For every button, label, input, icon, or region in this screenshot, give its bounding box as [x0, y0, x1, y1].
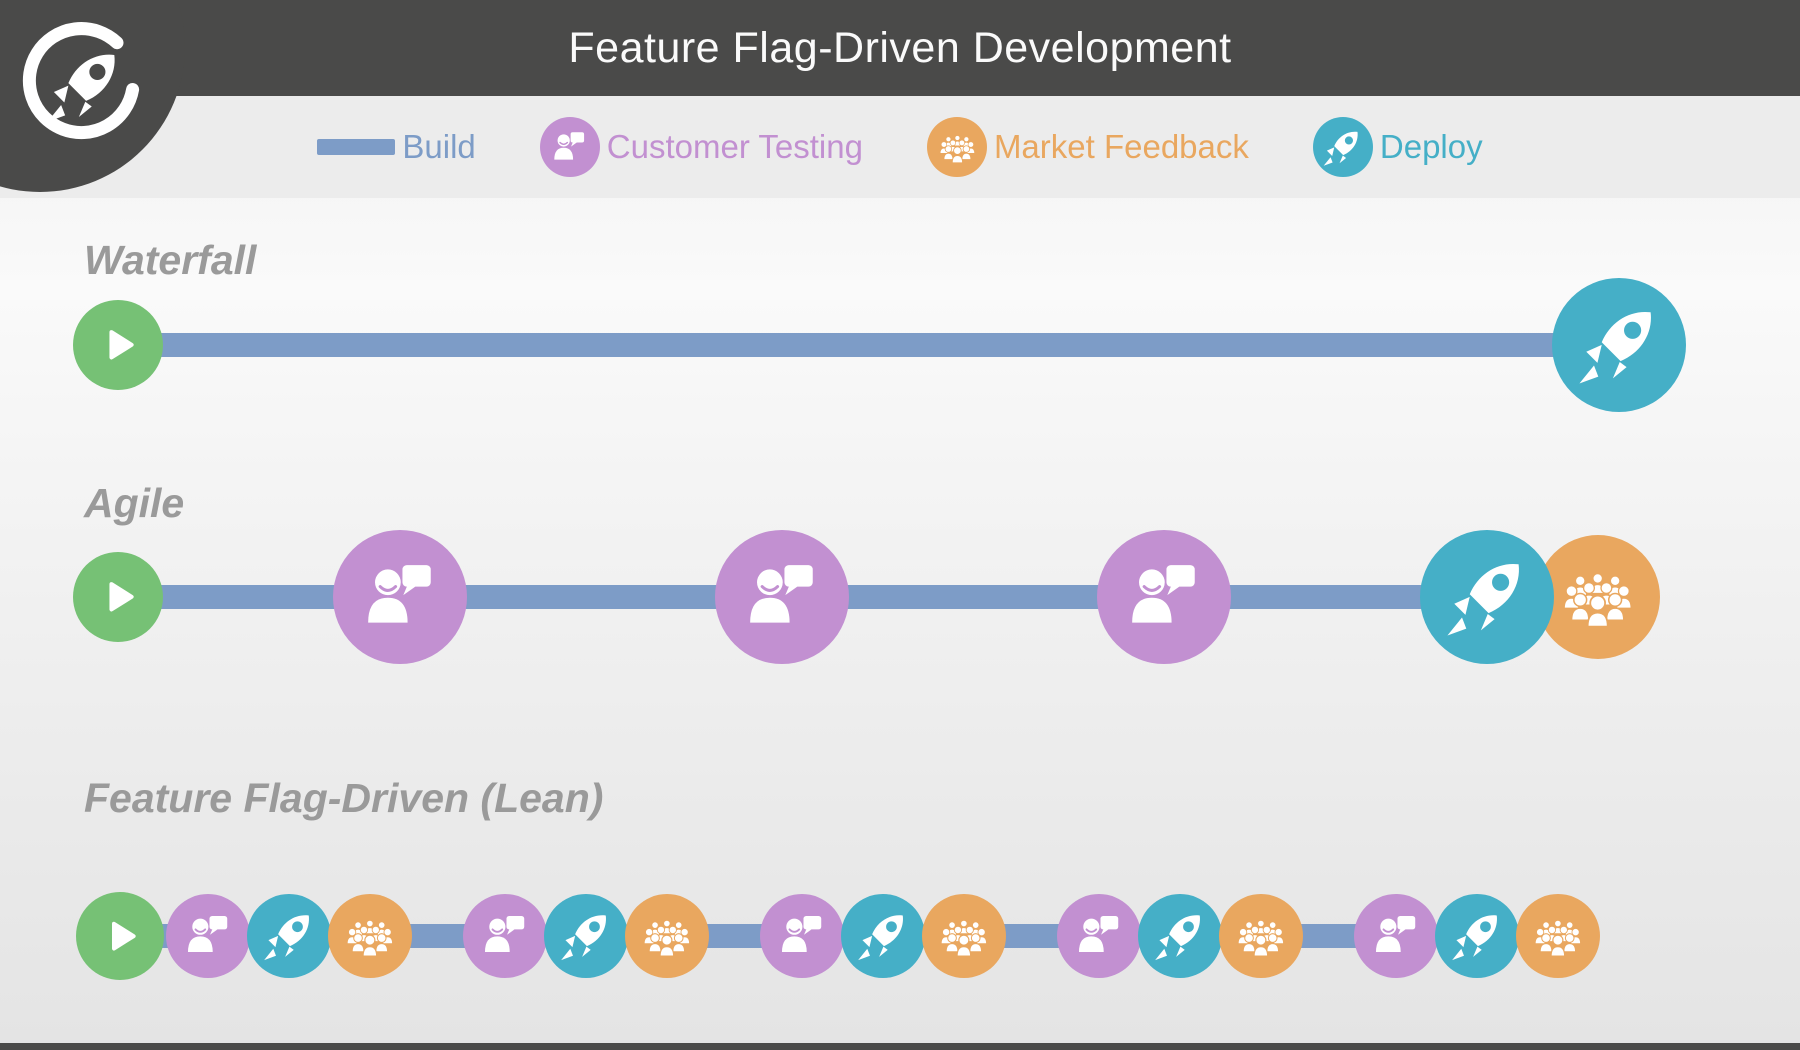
deploy-node [544, 894, 628, 978]
person-chat-icon [1376, 916, 1416, 953]
crowd-icon [346, 920, 394, 957]
crowd-icon [1237, 920, 1285, 957]
legend-label: Build [402, 128, 476, 165]
deploy-node [841, 894, 925, 978]
legend-item-build: Build [317, 128, 476, 166]
timeline-track [0, 529, 1800, 665]
market-feedback-node [1219, 894, 1303, 978]
legend-label: Deploy [1379, 128, 1483, 165]
row-label: Feature Flag-Driven (Lean) [84, 775, 604, 821]
deploy-node [1138, 894, 1222, 978]
build-bar-segment [404, 924, 471, 948]
row-label: Agile [84, 480, 185, 526]
build-bar-segment [701, 924, 768, 948]
build-bar-icon [317, 139, 396, 155]
build-bar-segment [155, 333, 1560, 357]
timeline-agile: Agile [0, 480, 1800, 664]
crowd-icon [939, 134, 975, 163]
timeline-track [0, 891, 1800, 981]
market-feedback-node [1536, 535, 1660, 659]
person-chat-icon [750, 565, 813, 623]
deploy-node [1435, 894, 1519, 978]
rocket-icon [1452, 915, 1498, 961]
start-node [73, 300, 163, 390]
legend-label: Customer Testing [606, 128, 863, 165]
person-chat-icon [782, 916, 822, 953]
person-chat-icon [485, 916, 525, 953]
market-feedback-node [1516, 894, 1600, 978]
market-feedback-node [328, 894, 412, 978]
logo-badge [0, 0, 185, 192]
rocket-icon [264, 915, 310, 961]
build-bar-segment [1223, 585, 1428, 609]
person-chat-icon [554, 131, 585, 160]
timeline-waterfall: Waterfall [0, 237, 1800, 412]
rocket-icon [1447, 564, 1520, 636]
rocket-icon [1579, 312, 1652, 384]
customer-testing-node [760, 894, 844, 978]
page-title: Feature Flag-Driven Development [568, 23, 1232, 72]
customer-testing-node [1354, 894, 1438, 978]
build-bar-segment [998, 924, 1065, 948]
timeline-track [0, 277, 1800, 413]
crowd-icon [643, 920, 691, 957]
row-label: Waterfall [84, 237, 257, 283]
legend-item-deploy: Deploy [1312, 117, 1483, 177]
legend: Build Customer Testing Market Feedback Depl… [0, 96, 1800, 198]
rocket-icon [561, 915, 607, 961]
play-icon [109, 330, 134, 360]
rocket-icon [1155, 915, 1201, 961]
bottom-border [0, 1043, 1800, 1050]
customer-testing-node [166, 894, 250, 978]
legend-item-market-feedback: Market Feedback [926, 117, 1249, 177]
legend-label: Market Feedback [993, 128, 1249, 165]
person-chat-icon [368, 565, 431, 623]
play-icon [109, 582, 134, 612]
crowd-icon [940, 920, 988, 957]
customer-testing-node [463, 894, 547, 978]
play-icon [111, 921, 136, 951]
start-node [76, 892, 164, 980]
crowd-icon [1534, 920, 1582, 957]
market-feedback-badge [926, 117, 987, 177]
market-feedback-node [625, 894, 709, 978]
customer-testing-node [1097, 530, 1231, 664]
deploy-node [247, 894, 331, 978]
rocket-logo [22, 22, 140, 140]
customer-testing-node [1057, 894, 1141, 978]
customer-testing-node [333, 530, 467, 664]
legend-item-customer-testing: Customer Testing [539, 117, 863, 177]
customer-testing-badge [539, 117, 600, 177]
deploy-node [1552, 278, 1686, 412]
person-chat-icon [1079, 916, 1119, 953]
title-bar: Feature Flag-Driven Development [0, 0, 1800, 96]
build-bar-segment [841, 585, 1105, 609]
start-node [73, 552, 163, 642]
crowd-icon [1563, 573, 1633, 628]
customer-testing-node [715, 530, 849, 664]
deploy-badge [1312, 117, 1373, 177]
build-bar-segment [459, 585, 723, 609]
timeline-lean: Feature Flag-Driven (Lean) [0, 775, 1800, 980]
build-bar-segment [1295, 924, 1362, 948]
person-chat-icon [1132, 565, 1195, 623]
rocket-icon [1324, 131, 1359, 166]
person-chat-icon [188, 916, 228, 953]
deploy-node [1420, 530, 1554, 664]
build-bar-segment [155, 585, 341, 609]
rocket-icon [858, 915, 904, 961]
market-feedback-node [922, 894, 1006, 978]
